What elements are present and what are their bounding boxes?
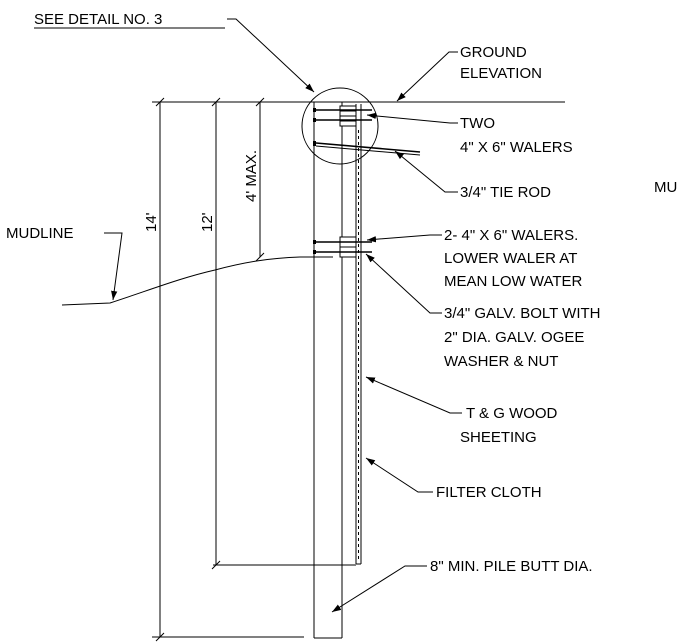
label-walers-top-1: TWO [460,115,495,132]
detail-circle [301,87,379,165]
mudline-curve [61,256,333,306]
label-tie-rod: 3/4" TIE ROD [460,184,551,201]
label-walers-top-2: 4" X 6" WALERS [460,139,573,156]
label-bolt-1: 3/4" GALV. BOLT WITH [444,305,601,322]
lower-walers [313,236,372,258]
label-bolt-2: 2" DIA. GALV. OGEE [444,329,584,346]
leader-detail [227,18,315,93]
label-filter: FILTER CLOTH [436,484,542,501]
wood-sheeting [355,104,362,565]
dim-text-12ft: 12' [199,212,216,232]
leader-ground [396,51,458,102]
pile [313,102,343,639]
dim-12ft [211,97,356,570]
leader-filter [365,457,433,493]
dim-4ft-max [255,97,265,262]
leader-bolt [365,253,442,314]
leader-mudline [104,232,123,301]
dim-text-14ft: 14' [143,212,160,232]
label-walers-low-2: LOWER WALER AT [444,250,577,267]
leader-walers-top [366,112,458,124]
label-mudline: MUDLINE [6,225,74,242]
label-ground-2: ELEVATION [460,65,542,82]
label-bolt-3: WASHER & NUT [444,353,558,370]
leader-pile [331,565,427,613]
label-walers-low-3: MEAN LOW WATER [444,273,583,290]
dim-text-4ft: 4' MAX. [243,150,260,202]
label-ground-1: GROUND [460,44,527,61]
dim-14ft [152,97,304,642]
leader-sheeting [365,376,462,414]
label-walers-low-1: 2- 4" X 6" WALERS. [444,227,578,244]
label-sheeting-2: SHEETING [460,429,537,446]
label-detail-ref: SEE DETAIL NO. 3 [34,11,162,28]
label-sheeting-1: T & G WOOD [466,405,558,422]
label-pile: 8" MIN. PILE BUTT DIA. [430,558,593,575]
leader-tie-rod [394,150,458,193]
leader-walers-low [366,234,442,243]
upper-walers [313,105,372,127]
label-cut-text: MU [654,179,677,196]
